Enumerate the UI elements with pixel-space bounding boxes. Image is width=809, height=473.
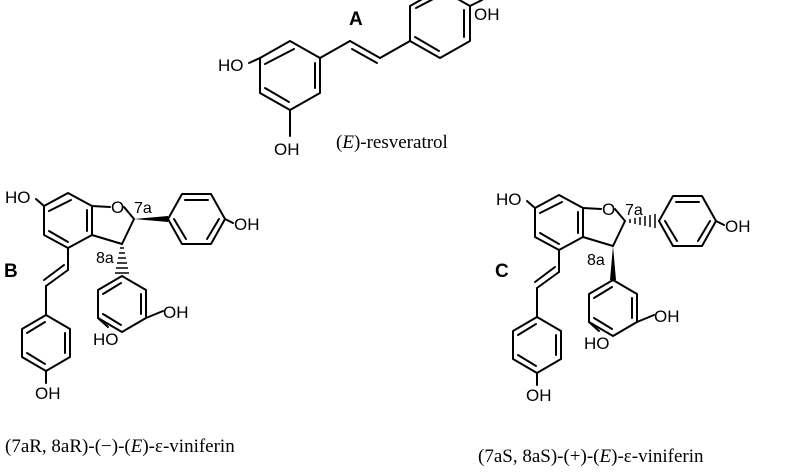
resveratrol-structure: HO OH OH	[218, 0, 500, 159]
atom-label-oh: OH	[474, 5, 500, 24]
atom-label-ho: HO	[5, 188, 31, 207]
atom-label-oh: OH	[274, 140, 300, 159]
viniferin-c-structure: HO O 7a 8a OH HO OH OH	[496, 190, 751, 405]
panel-a-label: A	[349, 9, 363, 30]
atom-label-ho: HO	[218, 56, 244, 75]
panel-b-caption: (7aR, 8aR)-(−)-(E)-ε-viniferin	[5, 436, 235, 457]
locant-8a: 8a	[587, 252, 605, 269]
atom-label-oh: OH	[654, 307, 680, 326]
panel-a-caption: (E)-resveratrol	[336, 132, 448, 153]
atom-label-ho: HO	[584, 334, 610, 353]
atom-label-o: O	[602, 200, 615, 219]
atom-label-oh: OH	[725, 217, 751, 236]
panel-a: A HO OH OH (E)-resveratrol	[218, 0, 500, 159]
atom-label-oh: OH	[35, 384, 61, 403]
panel-c-caption: (7aS, 8aS)-(+)-(E)-ε-viniferin	[478, 446, 704, 467]
panel-c: C	[478, 190, 751, 467]
viniferin-b-structure: HO O 7a 8a OH HO OH OH	[5, 188, 260, 403]
panel-c-label: C	[495, 261, 509, 282]
atom-label-ho: HO	[496, 190, 522, 209]
locant-8a: 8a	[96, 250, 114, 267]
atom-label-oh: OH	[163, 303, 189, 322]
locant-7a: 7a	[134, 200, 152, 217]
atom-label-oh: OH	[234, 215, 260, 234]
panel-b-label: B	[4, 261, 18, 282]
atom-label-o: O	[111, 198, 124, 217]
panel-b: B	[4, 188, 260, 457]
atom-label-ho: HO	[93, 330, 119, 349]
atom-label-oh: OH	[526, 386, 552, 405]
locant-7a: 7a	[625, 202, 643, 219]
